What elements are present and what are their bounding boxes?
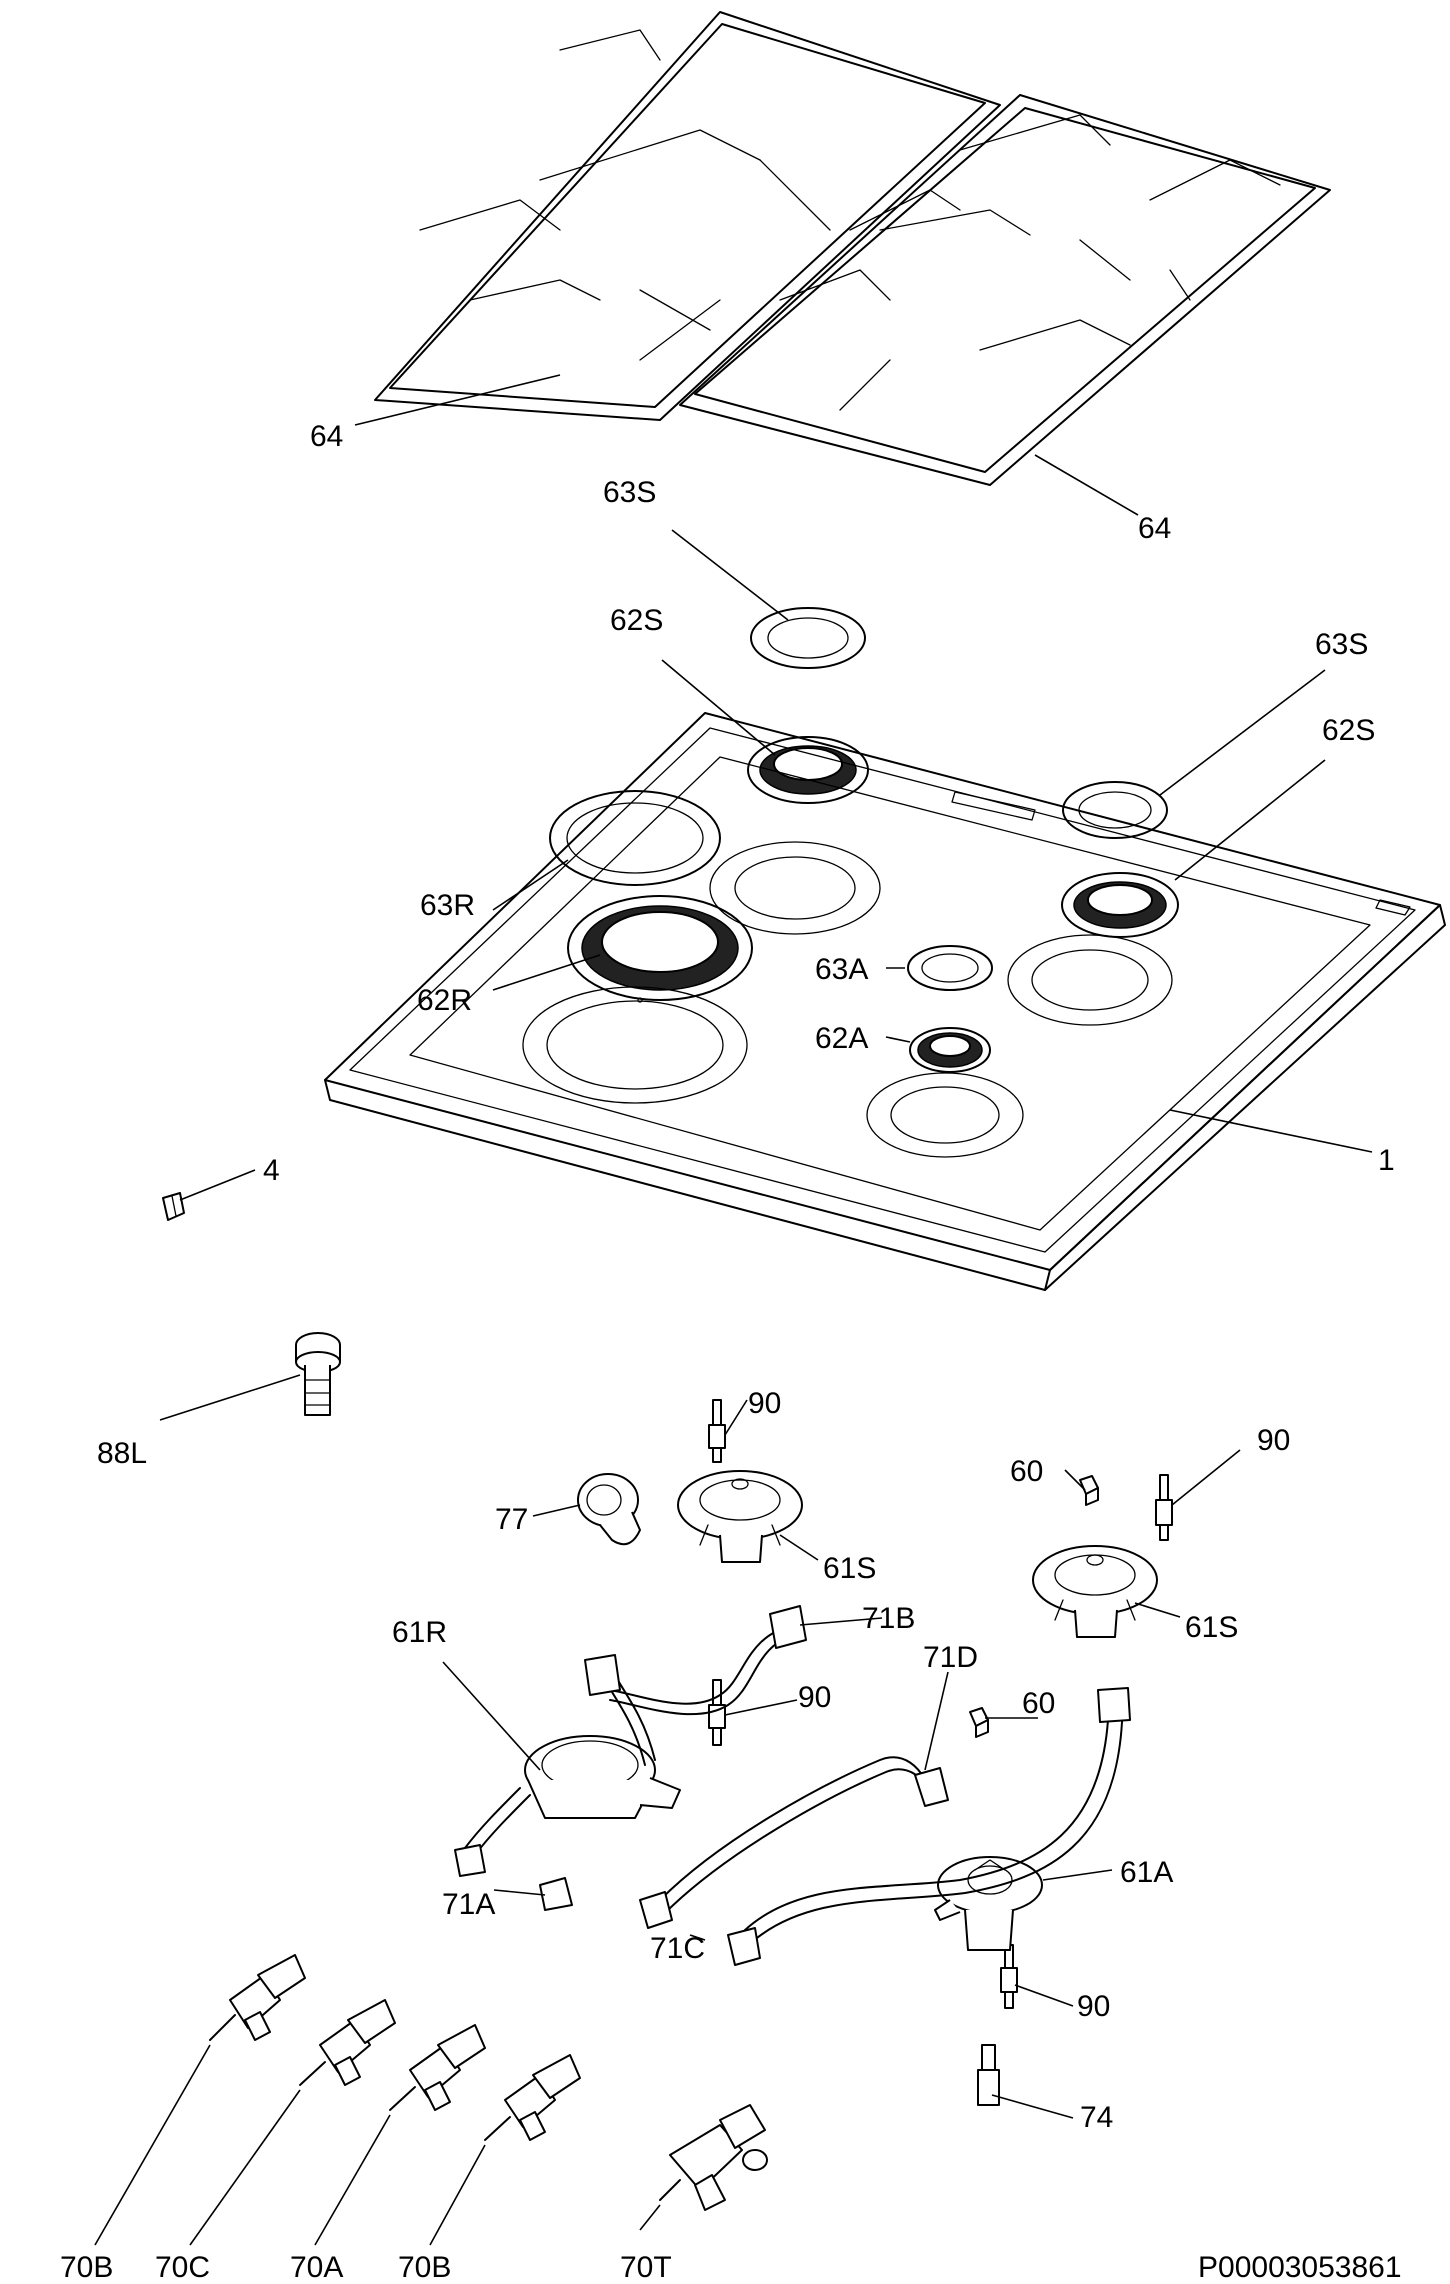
- gas-tap-70t: [659, 2104, 768, 2211]
- clip-part-4: [162, 1192, 185, 1221]
- label-61s-b: 61S: [1185, 1611, 1238, 1644]
- label-4: 4: [263, 1154, 280, 1187]
- burner-body-61s-b: [1032, 1545, 1158, 1638]
- label-62a: 62A: [815, 1022, 868, 1055]
- leader-lines: [94, 374, 1373, 2246]
- burner-body-61a: [934, 1856, 1043, 1951]
- burner-body-61r: [524, 1735, 681, 1819]
- injector-60-a: [1079, 1475, 1099, 1506]
- label-90-d: 90: [1077, 1990, 1110, 2023]
- label-63s-right: 63S: [1315, 628, 1368, 661]
- label-70c: 70C: [155, 2251, 210, 2284]
- sleeve-part-77: [577, 1473, 641, 1546]
- label-63a: 63A: [815, 953, 868, 986]
- label-88l: 88L: [97, 1437, 147, 1470]
- label-90-a: 90: [748, 1387, 781, 1420]
- label-70t: 70T: [620, 2251, 672, 2284]
- injector-60-b: [969, 1707, 989, 1738]
- label-70b-a: 70B: [60, 2251, 113, 2284]
- gas-pipe-71a: [454, 1787, 573, 1911]
- label-61a: 61A: [1120, 1856, 1173, 1889]
- hob-top-panel: [324, 712, 1446, 1291]
- label-62s-top: 62S: [610, 604, 663, 637]
- label-63r: 63R: [420, 889, 475, 922]
- fitting-part-88l: [295, 1332, 341, 1416]
- burner-crown-62a: [909, 1027, 991, 1073]
- pan-support-grate-right: [679, 94, 1331, 486]
- label-60-a: 60: [1010, 1455, 1043, 1488]
- label-74: 74: [1080, 2101, 1113, 2134]
- label-77: 77: [495, 1503, 528, 1536]
- label-71a: 71A: [442, 1888, 495, 1921]
- gas-tap-70b-b: [484, 2054, 581, 2141]
- label-61s-a: 61S: [823, 1552, 876, 1585]
- gas-pipe-71c: [727, 1687, 1131, 1966]
- label-62s-right: 62S: [1322, 714, 1375, 747]
- ignition-electrode-90-a: [708, 1399, 726, 1463]
- label-61r: 61R: [392, 1616, 447, 1649]
- label-60-b: 60: [1022, 1687, 1055, 1720]
- label-62r: 62R: [417, 984, 472, 1017]
- label-71c: 71C: [650, 1932, 705, 1965]
- label-90-b: 90: [1257, 1424, 1290, 1457]
- gas-tap-70a: [389, 2024, 486, 2111]
- label-1: 1: [1378, 1144, 1395, 1177]
- label-71d: 71D: [923, 1641, 978, 1674]
- label-70a: 70A: [290, 2251, 343, 2284]
- burner-cap-63s-top: [750, 607, 866, 669]
- burner-crown-62r: [567, 895, 753, 1001]
- drawing-code: P00003053861: [1198, 2251, 1402, 2284]
- burner-crown-62s-right: [1061, 872, 1179, 938]
- burner-cap-63a: [907, 945, 993, 991]
- ignition-electrode-90-d: [1000, 1944, 1018, 2009]
- label-70b-b: 70B: [398, 2251, 451, 2284]
- pan-support-grate-left: [374, 11, 1001, 421]
- burner-body-61s-a: [677, 1470, 803, 1563]
- gas-tap-70b-a: [209, 1954, 306, 2041]
- burner-crown-62s-top: [747, 736, 869, 804]
- label-71b: 71B: [862, 1602, 915, 1635]
- ignition-electrode-90-b: [1155, 1474, 1173, 1541]
- gas-pipe-71b: [584, 1605, 807, 1766]
- label-64-left: 64: [310, 420, 343, 453]
- label-64-right: 64: [1138, 512, 1171, 545]
- gas-pipe-71d: [639, 1756, 949, 1929]
- gas-tap-70c: [299, 1999, 396, 2086]
- label-90-c: 90: [798, 1681, 831, 1714]
- label-63s-top: 63S: [603, 476, 656, 509]
